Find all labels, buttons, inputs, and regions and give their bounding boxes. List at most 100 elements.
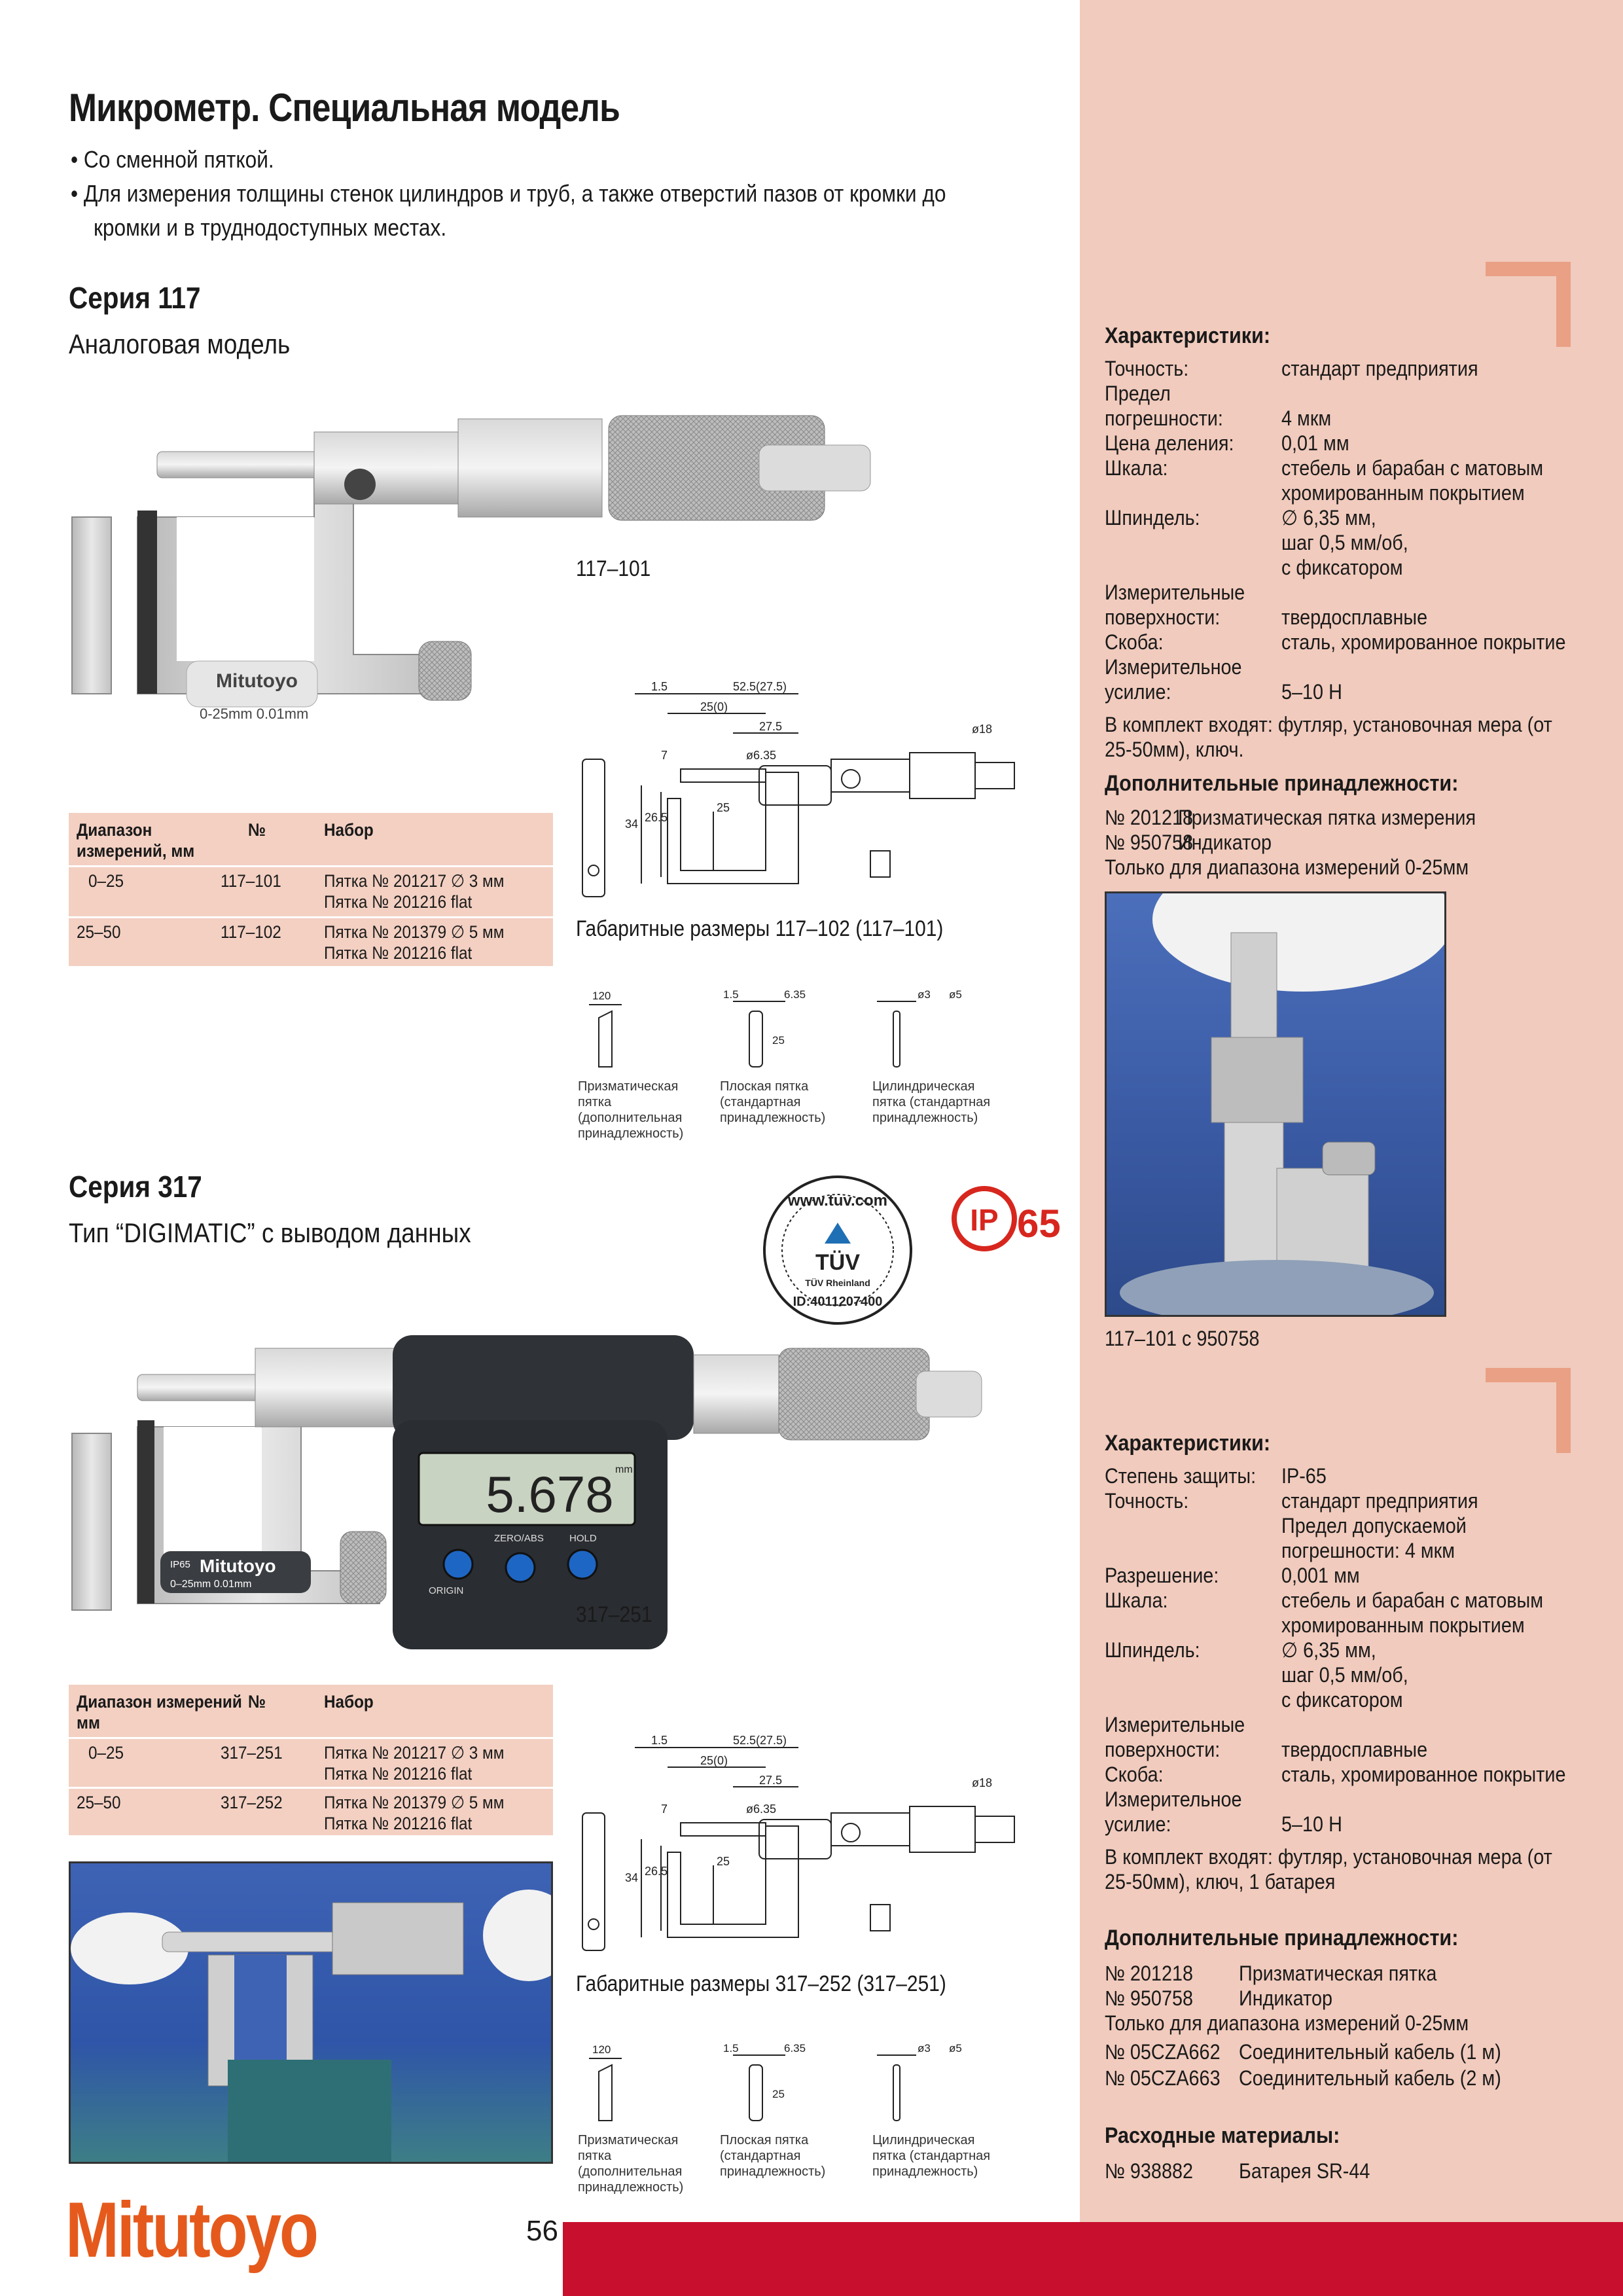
corner-mark [1486, 1368, 1571, 1453]
page-number: 56 [526, 2215, 558, 2247]
anvil-drawings-117: 120 1.5 6.35 25 ø3 ø5 [589, 988, 962, 1067]
kit-117-line1: В комплект входят: футляр, установочная … [1105, 713, 1552, 736]
table-cell: 25–50 [77, 922, 121, 942]
svg-text:26.5: 26.5 [645, 1865, 668, 1878]
consumable-item-desc: Батарея SR-44 [1239, 2159, 1370, 2183]
svg-text:7: 7 [661, 1803, 668, 1816]
kit-117-line2: 25-50мм), ключ. [1105, 738, 1244, 761]
acc-317-cable-desc: Соединительный кабель (1 м) [1239, 2040, 1501, 2064]
table-cell: 0–25 [88, 1743, 124, 1763]
acc-117-item-desc: Индикатор [1178, 831, 1272, 854]
series-117-heading: Серия 117 [69, 281, 201, 315]
table-cell: Пятка № 201216 flat [324, 1764, 473, 1784]
dims-caption-317: Габаритные размеры 317–252 (317–251) [576, 1971, 946, 1996]
svg-text:ORIGIN: ORIGIN [429, 1585, 463, 1596]
micrometer-317-image: 5.678 mm ORIGIN ZERO/ABS HOLD IP65 Mitut… [71, 1335, 982, 1649]
acc-117-note: Только для диапазона измерений 0-25мм [1105, 855, 1469, 879]
svg-text:25: 25 [717, 801, 730, 814]
svg-text:ø5: ø5 [949, 988, 962, 1001]
corner-mark [1486, 262, 1571, 347]
svg-text:IP: IP [970, 1203, 998, 1237]
svg-text:25: 25 [717, 1855, 730, 1868]
table-cell: Пятка № 201216 flat [324, 943, 473, 963]
bullet-1: • Со сменной пяткой. [71, 146, 274, 173]
dims-caption-117: Габаритные размеры 117–102 (117–101) [576, 916, 944, 941]
series-117-subtitle: Аналоговая модель [69, 329, 291, 359]
svg-text:TÜV Rheinland: TÜV Rheinland [805, 1278, 870, 1288]
acc-317-cable: № 05CZA663 [1105, 2066, 1221, 2090]
acc-317-item: № 950758 [1105, 1986, 1193, 2010]
series-317-subtitle: Тип “DIGIMATIC” с выводом данных [69, 1217, 471, 1248]
svg-text:65: 65 [1017, 1202, 1061, 1246]
table-cell: 117–101 [221, 871, 281, 891]
svg-text:120: 120 [592, 990, 611, 1002]
svg-text:6.35: 6.35 [784, 988, 806, 1001]
acc-317-cable-desc: Соединительный кабель (2 м) [1239, 2066, 1501, 2090]
dimension-drawing-317: 1.5 52.5(27.5) 25(0) 27.5 ø6.35 ø18 7 34… [582, 1734, 1015, 1951]
micrometer-117-image: Mitutoyo 0-25mm 0.01mm [71, 415, 871, 722]
table-117: Диапазон измерений, мм № Набор 0–25 117–… [69, 813, 553, 966]
acc-117-item-desc: Призматическая пятка измерения [1178, 806, 1476, 829]
tuv-certification-icon: www.tuv.com TÜV TÜV Rheinland ID:4011207… [763, 1175, 912, 1325]
acc-317-note: Только для диапазона измерений 0-25мм [1105, 2011, 1469, 2035]
svg-text:ø3: ø3 [918, 2042, 931, 2054]
acc-117-item: № 201218 [1105, 806, 1193, 829]
svg-text:1.5: 1.5 [723, 988, 739, 1001]
svg-text:0–25mm 0.01mm: 0–25mm 0.01mm [170, 1579, 252, 1590]
ip65-badge-icon: IP 65 [952, 1186, 1061, 1251]
series-317-heading: Серия 317 [69, 1170, 202, 1204]
table-cell: Пятка № 201216 flat [324, 1814, 473, 1833]
svg-text:HOLD: HOLD [569, 1533, 597, 1544]
photo-317-in-use [69, 1861, 553, 2164]
anvil-drawings-317: 120 1.5 6.35 25 ø3 ø5 [589, 2042, 962, 2121]
table-cell: 317–251 [221, 1743, 283, 1763]
acc-317-item: № 201218 [1105, 1962, 1193, 1985]
svg-text:34: 34 [625, 1871, 638, 1884]
svg-text:27.5: 27.5 [759, 1774, 782, 1787]
svg-text:26.5: 26.5 [645, 811, 668, 824]
dimension-drawing-117: 1.5 52.5(27.5) 25(0) 27.5 ø6.35 ø18 7 34… [582, 680, 1015, 897]
svg-text:7: 7 [661, 749, 668, 762]
bullet-2-cont: кромки и в труднодоступных местах. [94, 214, 447, 241]
svg-text:34: 34 [625, 817, 638, 831]
consumable-item: № 938882 [1105, 2159, 1193, 2183]
svg-text:1.5: 1.5 [723, 2042, 739, 2054]
photo-117-with-indicator [1105, 891, 1446, 1317]
svg-text:ø18: ø18 [972, 1776, 992, 1789]
svg-text:www.tuv.com: www.tuv.com [787, 1192, 887, 1210]
svg-text:IP65: IP65 [170, 1559, 190, 1570]
svg-text:mm: mm [615, 1464, 633, 1475]
kit-317-line2: 25-50мм), ключ, 1 батарея [1105, 1870, 1336, 1893]
svg-text:25: 25 [772, 1034, 785, 1047]
table-cell: 0–25 [88, 871, 124, 891]
table-cell: Пятка № 201216 flat [324, 892, 473, 912]
specs-317-heading: Характеристики: [1105, 1431, 1271, 1456]
photo-caption-317: 317–251 [576, 1602, 652, 1627]
table-cell: 25–50 [77, 1793, 121, 1812]
svg-text:25(0): 25(0) [700, 700, 728, 713]
specs-117-list: Точность:стандарт предприятия Предел пог… [1105, 357, 1566, 704]
table-cell: Пятка № 201217 ∅ 3 мм [324, 871, 505, 891]
svg-text:1.5: 1.5 [651, 680, 668, 693]
page-title: Микрометр. Специальная модель [69, 86, 620, 130]
svg-text:5.678: 5.678 [486, 1465, 613, 1523]
acc-117-heading: Дополнительные принадлежности: [1105, 771, 1459, 796]
svg-text:120: 120 [592, 2043, 611, 2056]
specs-317-list: Степень защиты:IP-65 Точность:стандарт п… [1105, 1464, 1566, 1836]
photo-caption-117: 117–101 [576, 556, 651, 581]
acc-117-item: № 950758 [1105, 831, 1193, 854]
svg-text:Mitutoyo: Mitutoyo [216, 670, 298, 692]
svg-text:ø18: ø18 [972, 723, 992, 736]
svg-text:ø6.35: ø6.35 [746, 749, 776, 762]
consumables-heading: Расходные материалы: [1105, 2123, 1340, 2148]
acc-317-cable: № 05CZA662 [1105, 2040, 1221, 2064]
specs-117-heading: Характеристики: [1105, 323, 1271, 348]
table-cell: Пятка № 201217 ∅ 3 мм [324, 1743, 505, 1763]
svg-text:52.5(27.5): 52.5(27.5) [733, 680, 787, 693]
svg-text:ZERO/ABS: ZERO/ABS [494, 1533, 544, 1544]
svg-text:6.35: 6.35 [784, 2042, 806, 2054]
table-cell: 117–102 [221, 922, 281, 942]
